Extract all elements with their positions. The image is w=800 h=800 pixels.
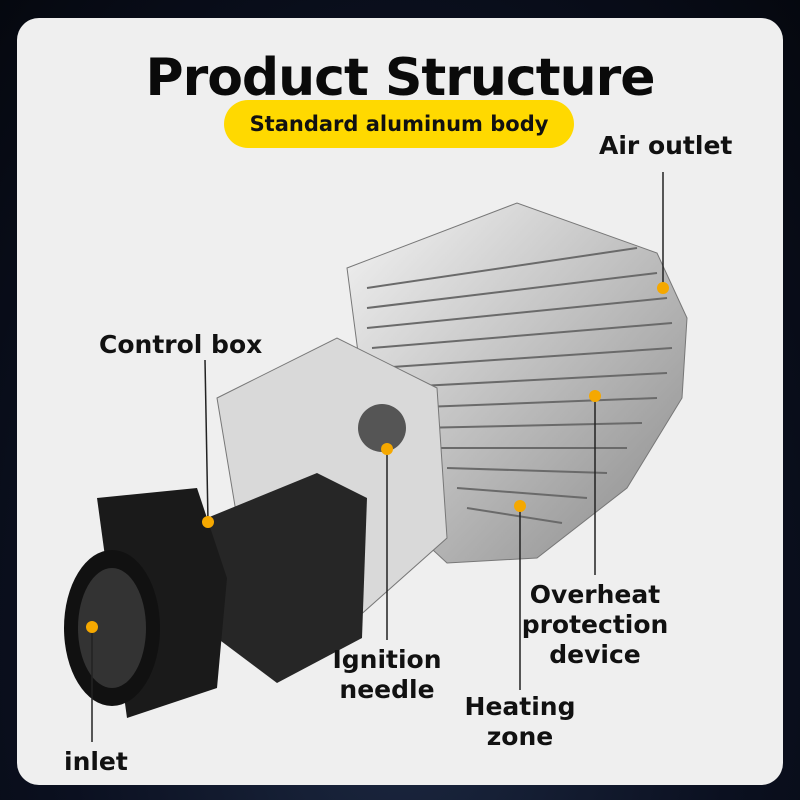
label-line: zone <box>486 722 554 751</box>
label-line: Ignition <box>332 645 442 674</box>
dot-heating <box>514 500 526 512</box>
label-line: needle <box>339 675 435 704</box>
callout-lines <box>91 172 664 742</box>
label-line: Overheat <box>529 580 661 609</box>
ignition-port <box>358 404 406 452</box>
label-inlet: inlet <box>64 747 128 776</box>
fan-inlet <box>64 488 227 718</box>
subtitle-badge: Standard aluminum body <box>224 100 574 148</box>
page-title: Product Structure <box>145 48 655 108</box>
callout-dots <box>86 282 669 633</box>
heater-illustration <box>64 172 688 742</box>
product-card: Product Structure Standard aluminum body… <box>17 18 783 785</box>
label-control-box: Control box <box>99 330 263 359</box>
dot-air-outlet <box>657 282 669 294</box>
label-air-outlet: Air outlet <box>599 131 733 160</box>
dot-ignition <box>381 443 393 455</box>
control-box <box>207 473 367 683</box>
label-line: device <box>549 640 641 669</box>
dot-control-box <box>202 516 214 528</box>
label-line: protection <box>521 610 669 639</box>
dot-overheat <box>589 390 601 402</box>
dot-inlet <box>86 621 98 633</box>
label-line: Heating <box>464 692 576 721</box>
